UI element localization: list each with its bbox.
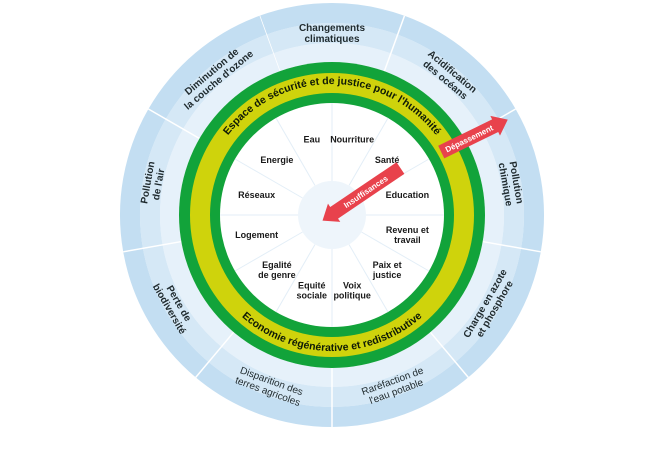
foundation-divider [275,244,316,313]
ceiling-sector [160,129,200,245]
foundation-label: Santé [375,155,400,165]
ceiling-sector [142,244,222,363]
ceiling-sector [332,346,456,407]
ceiling-sector [259,3,405,35]
ceiling-sector [266,22,398,54]
ceiling-sector [498,109,544,252]
foundation-divider [234,158,303,199]
ceiling-divider [383,15,406,72]
foundation-label: Réseaux [238,190,275,200]
foundation-divider [348,117,389,186]
ceiling-sector [390,34,499,129]
ceiling-divider [148,108,200,140]
ceiling-divider [123,240,182,253]
ceiling-sector [397,15,516,120]
foundation-label: Eau [304,135,321,145]
foundation-divider [275,117,316,186]
ceiling-sector [384,53,481,139]
ceiling-sector [120,109,166,252]
foundation-label: Education [386,190,430,200]
ceiling-sector [464,129,504,245]
foundation-label: Logement [235,230,278,240]
ecological-ceiling-sectors [120,3,544,427]
ceiling-sector [183,53,280,139]
ceiling-divider [482,240,541,253]
ceiling-sector [442,244,522,363]
foundation-label: Energie [260,155,293,165]
ceiling-sector [273,43,391,72]
ceiling-sector [148,15,267,120]
ceiling-sector [430,241,502,347]
ceiling-sector [455,248,541,378]
foundation-divider [234,231,303,272]
ceiling-sector [332,362,469,427]
ceiling-divider [429,331,469,378]
ceiling-sector [332,332,443,387]
ceiling-divider [195,331,235,378]
foundation-divider [361,231,430,272]
ceiling-sector [221,332,332,387]
ceiling-sector [208,346,332,407]
ceiling-sector [195,362,332,427]
ceiling-sector [480,119,524,249]
foundation-divider [348,244,389,313]
ceiling-sector [165,34,274,129]
ceiling-sector [140,119,184,249]
foundation-label: Nourriture [330,135,374,145]
ceiling-sector [162,241,234,347]
ceiling-sector [123,248,209,378]
ceiling-label: Pollutionde l'air [139,161,168,207]
